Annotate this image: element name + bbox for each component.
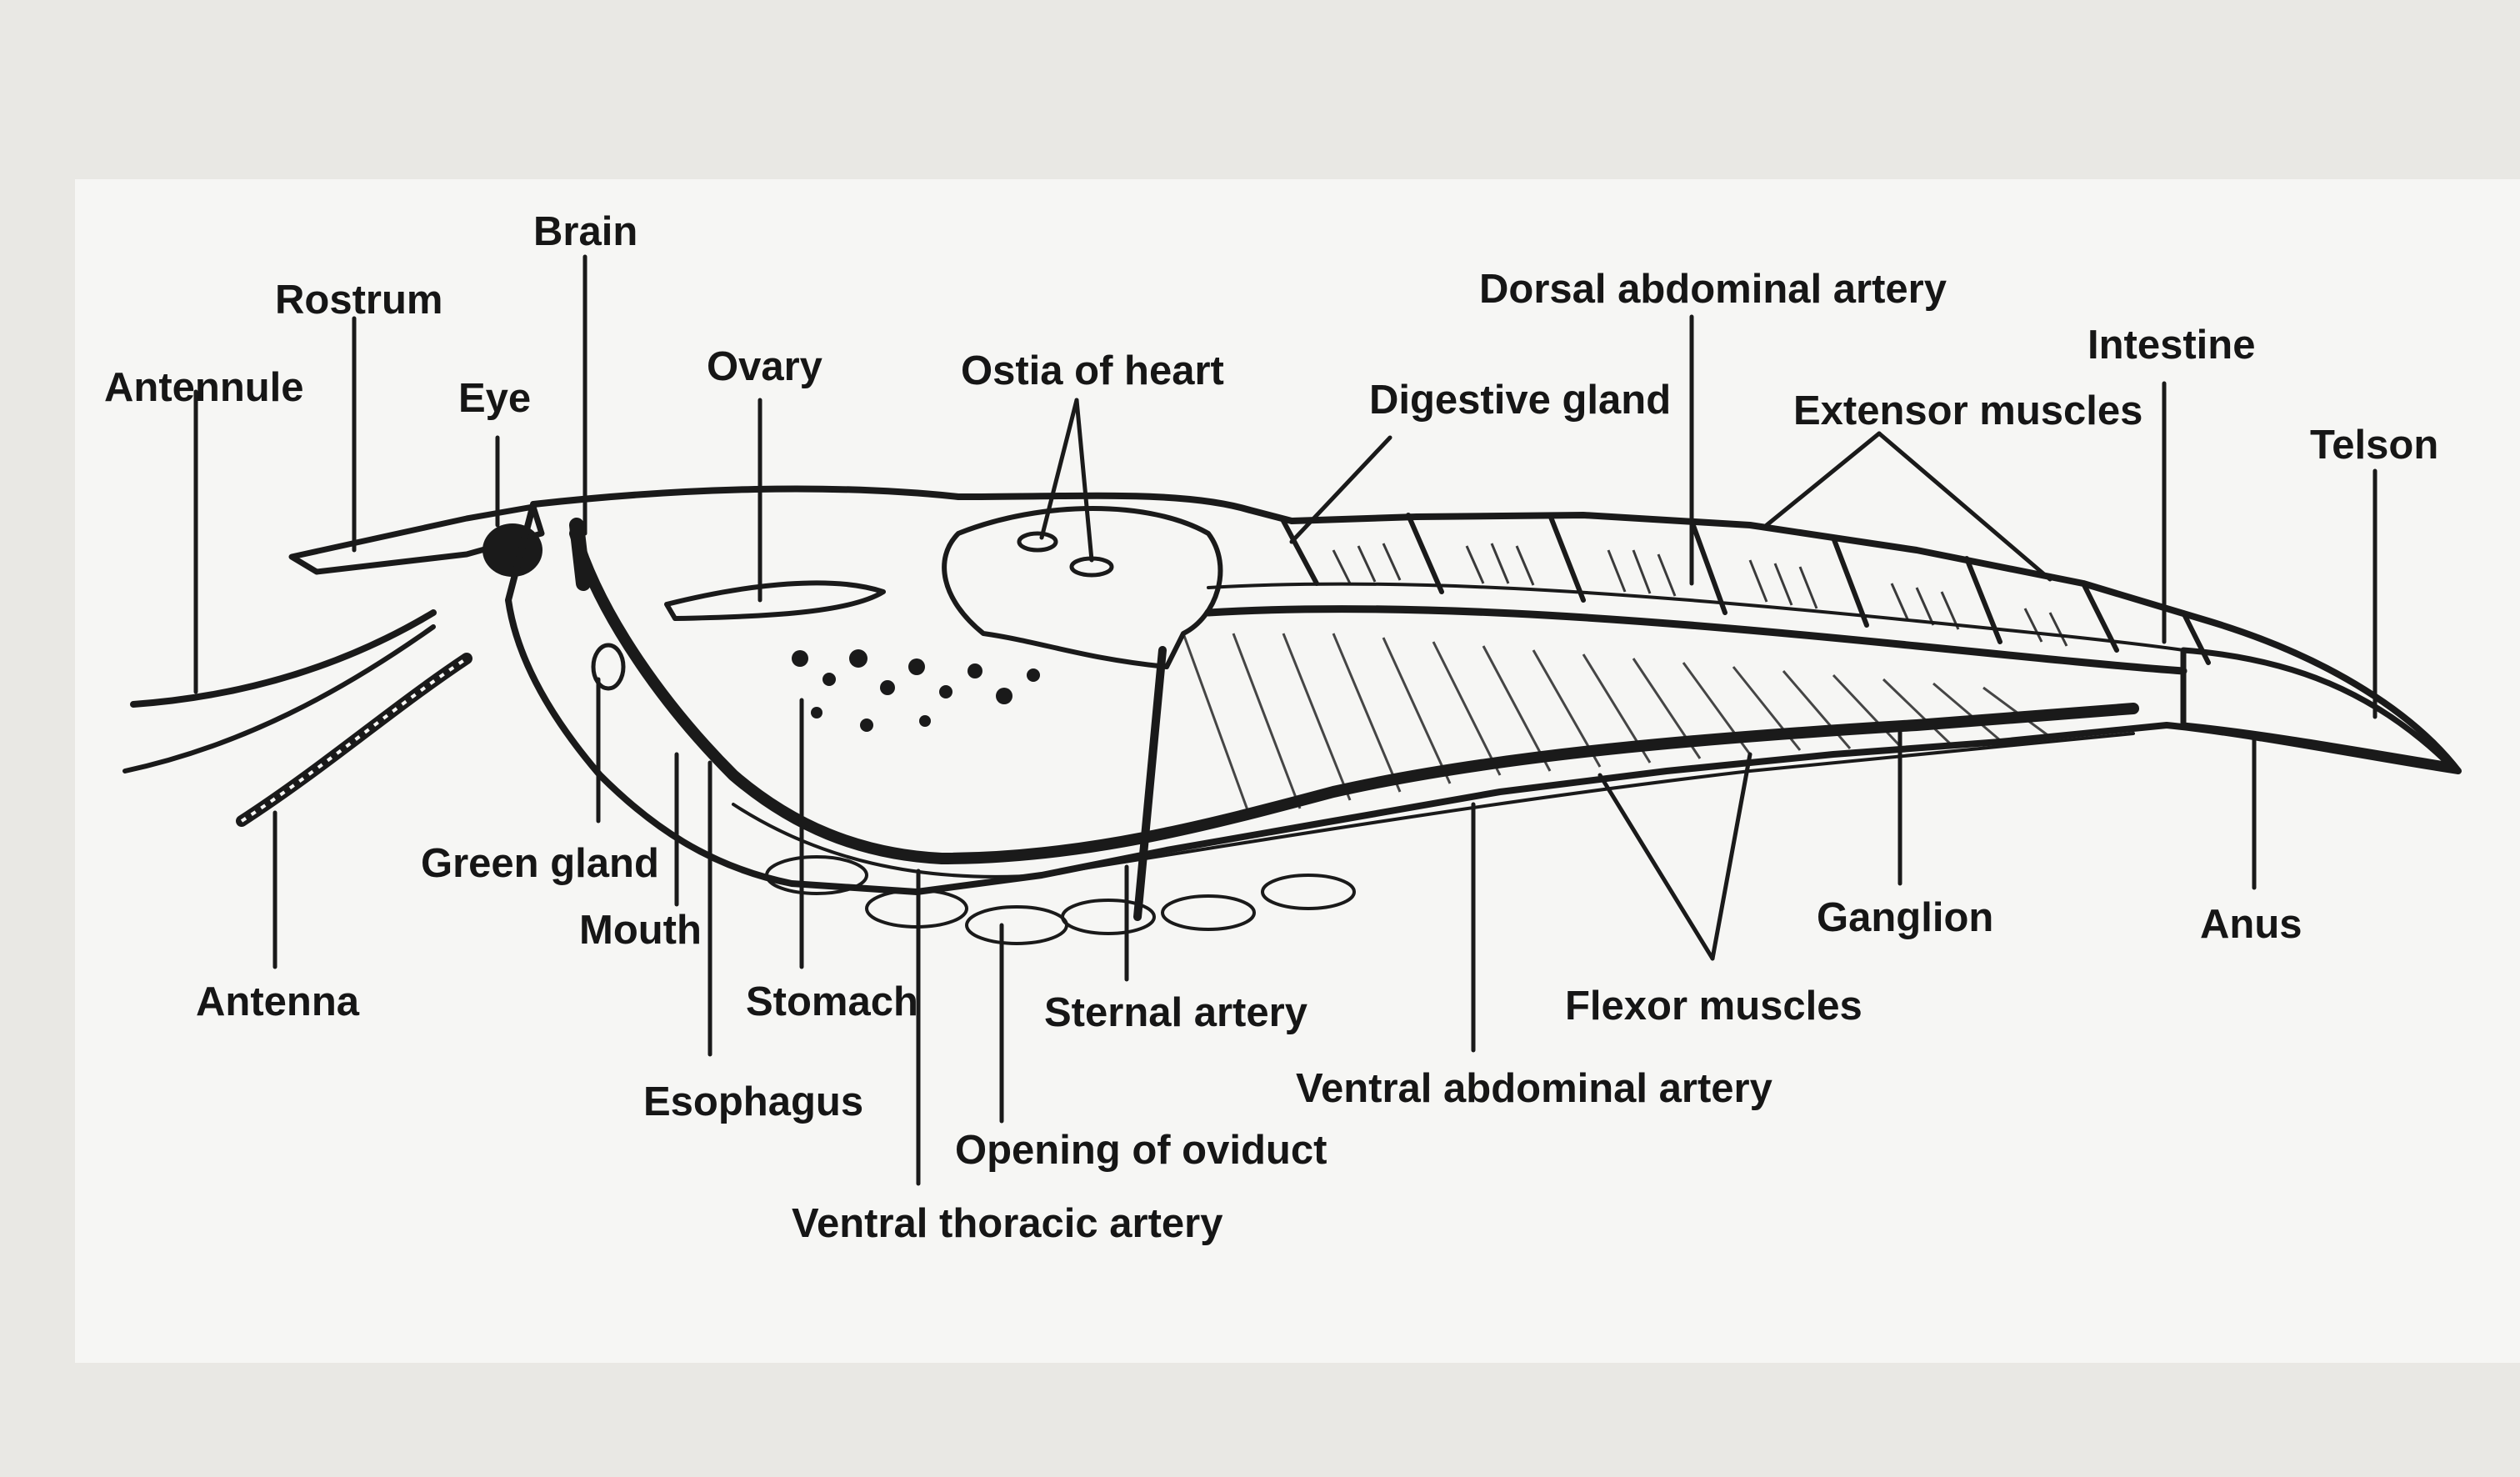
label-ovary: Ovary	[707, 344, 822, 389]
label-ostia-of-heart: Ostia of heart	[961, 348, 1224, 393]
labels: Antennule Rostrum Brain Eye Ovary Ostia …	[104, 209, 2438, 1246]
sternal-artery-line	[1133, 646, 1167, 921]
label-ganglion: Ganglion	[1817, 895, 1993, 940]
crayfish-body	[122, 485, 2462, 945]
rostrum-shape	[288, 503, 545, 575]
label-eye: Eye	[458, 376, 531, 421]
label-ventral-abdominal-artery: Ventral abdominal artery	[1296, 1066, 1772, 1111]
green-gland-shape	[591, 643, 626, 691]
antenna-whip	[122, 609, 472, 827]
leader-lines	[193, 254, 2378, 1186]
ventral-nerve-cord	[569, 528, 2139, 864]
label-telson: Telson	[2310, 423, 2438, 468]
telson-shape	[2180, 647, 2453, 769]
label-anus: Anus	[2200, 902, 2302, 947]
label-rostrum: Rostrum	[275, 278, 442, 323]
label-mouth: Mouth	[579, 908, 702, 953]
diagram-card	[75, 179, 2520, 1363]
leader-ostia-left	[1039, 398, 1079, 540]
leader-extensor-b	[1877, 431, 2052, 582]
eye-shape	[482, 523, 542, 577]
label-stomach: Stomach	[746, 979, 918, 1024]
leader-ostia-right	[1074, 398, 1094, 563]
leader-flexor-b	[1710, 752, 1752, 961]
abdominal-segments	[1281, 513, 2211, 665]
leader-digestive-gland	[1289, 435, 1392, 544]
label-esophagus: Esophagus	[643, 1079, 863, 1124]
ovary-shape	[664, 580, 886, 621]
label-ventral-thoracic-artery: Ventral thoracic artery	[792, 1201, 1222, 1246]
dorsal-artery-line	[1207, 582, 2185, 652]
label-digestive-gland: Digestive gland	[1369, 378, 1671, 423]
label-antennule: Antennule	[104, 365, 304, 410]
label-opening-of-oviduct: Opening of oviduct	[955, 1128, 1327, 1173]
leader-extensor-a	[1764, 431, 1882, 528]
digestive-gland-texture	[792, 649, 1040, 732]
label-brain: Brain	[533, 209, 638, 254]
label-green-gland: Green gland	[421, 841, 659, 886]
extensor-muscle-hatching	[1332, 543, 2068, 647]
intestine-line	[1204, 605, 2188, 675]
brain-shape	[569, 518, 591, 591]
label-extensor-muscles: Extensor muscles	[1793, 388, 2142, 433]
ventral-abdominal-artery-line	[732, 732, 2135, 879]
leader-flexor-a	[1598, 773, 1715, 961]
ostium-left	[1017, 531, 1058, 553]
heart-outline	[942, 506, 1223, 669]
label-dorsal-abdominal-artery: Dorsal abdominal artery	[1479, 267, 1947, 312]
carapace-outline	[505, 485, 2462, 895]
label-antenna: Antenna	[196, 979, 360, 1024]
flexor-muscle-striations	[1182, 633, 2051, 818]
label-sternal-artery: Sternal artery	[1044, 990, 1308, 1035]
label-flexor-muscles: Flexor muscles	[1565, 984, 1862, 1029]
label-intestine: Intestine	[2088, 323, 2255, 368]
